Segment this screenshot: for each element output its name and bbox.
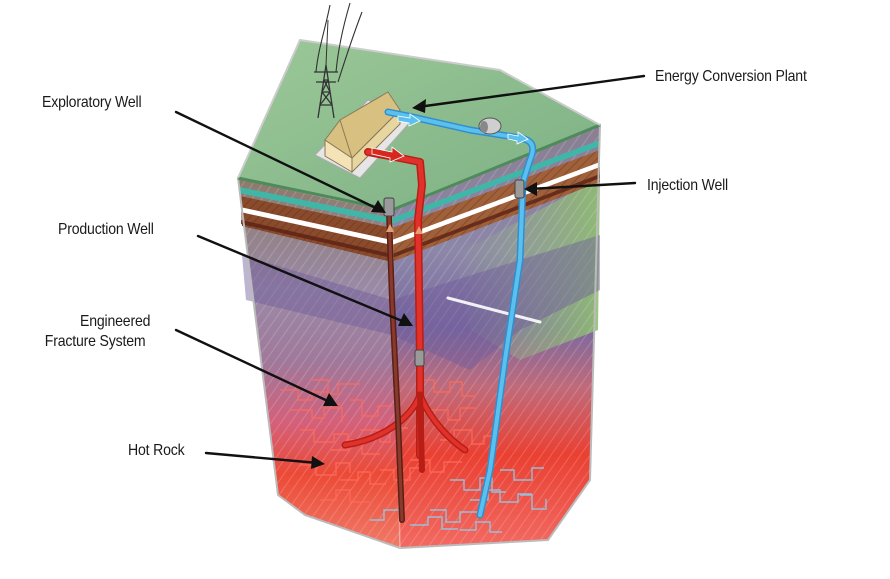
blue-flow-arrow-2 xyxy=(507,131,529,145)
wellheads xyxy=(383,179,525,367)
leader-arrowheads xyxy=(311,99,537,469)
fracture-network xyxy=(280,379,547,533)
leader-hot-rock xyxy=(204,451,320,465)
energy-conversion-plant xyxy=(314,91,413,179)
pump-icon xyxy=(478,117,502,135)
leader-production-well xyxy=(196,234,409,325)
leader-lines xyxy=(174,74,646,465)
production-downhole-tool xyxy=(414,349,425,367)
transmission-tower xyxy=(314,2,363,119)
leader-fracture-system xyxy=(174,328,334,405)
leader-exploratory-well xyxy=(174,110,382,212)
injection-wellhead xyxy=(514,179,525,199)
blue-flow-arrow-1 xyxy=(397,113,421,127)
production-branches xyxy=(341,391,469,473)
label-fracture-line2: Fracture System xyxy=(44,333,146,350)
up-arrows xyxy=(386,224,423,234)
teal-band-front xyxy=(392,140,600,224)
white-band-front xyxy=(392,162,600,245)
teal-band-left xyxy=(239,187,392,224)
earth-block xyxy=(236,123,602,550)
white-band-left xyxy=(240,207,392,245)
red-flow-arrow xyxy=(371,146,405,163)
label-exploratory-well: Exploratory Well xyxy=(42,94,142,111)
leader-injection-well xyxy=(528,181,637,191)
leader-energy-plant xyxy=(416,74,646,109)
flow-arrows xyxy=(371,113,529,163)
label-injection-well: Injection Well xyxy=(647,177,729,194)
label-production-well: Production Well xyxy=(58,221,154,238)
label-engineered-fracture-system: Engineered Fracture System xyxy=(45,312,151,352)
exploratory-wellhead xyxy=(383,197,395,217)
label-energy-conversion-plant: Energy Conversion Plant xyxy=(655,68,807,85)
label-hot-rock: Hot Rock xyxy=(128,442,185,459)
label-fracture-line1: Engineered xyxy=(80,313,151,330)
